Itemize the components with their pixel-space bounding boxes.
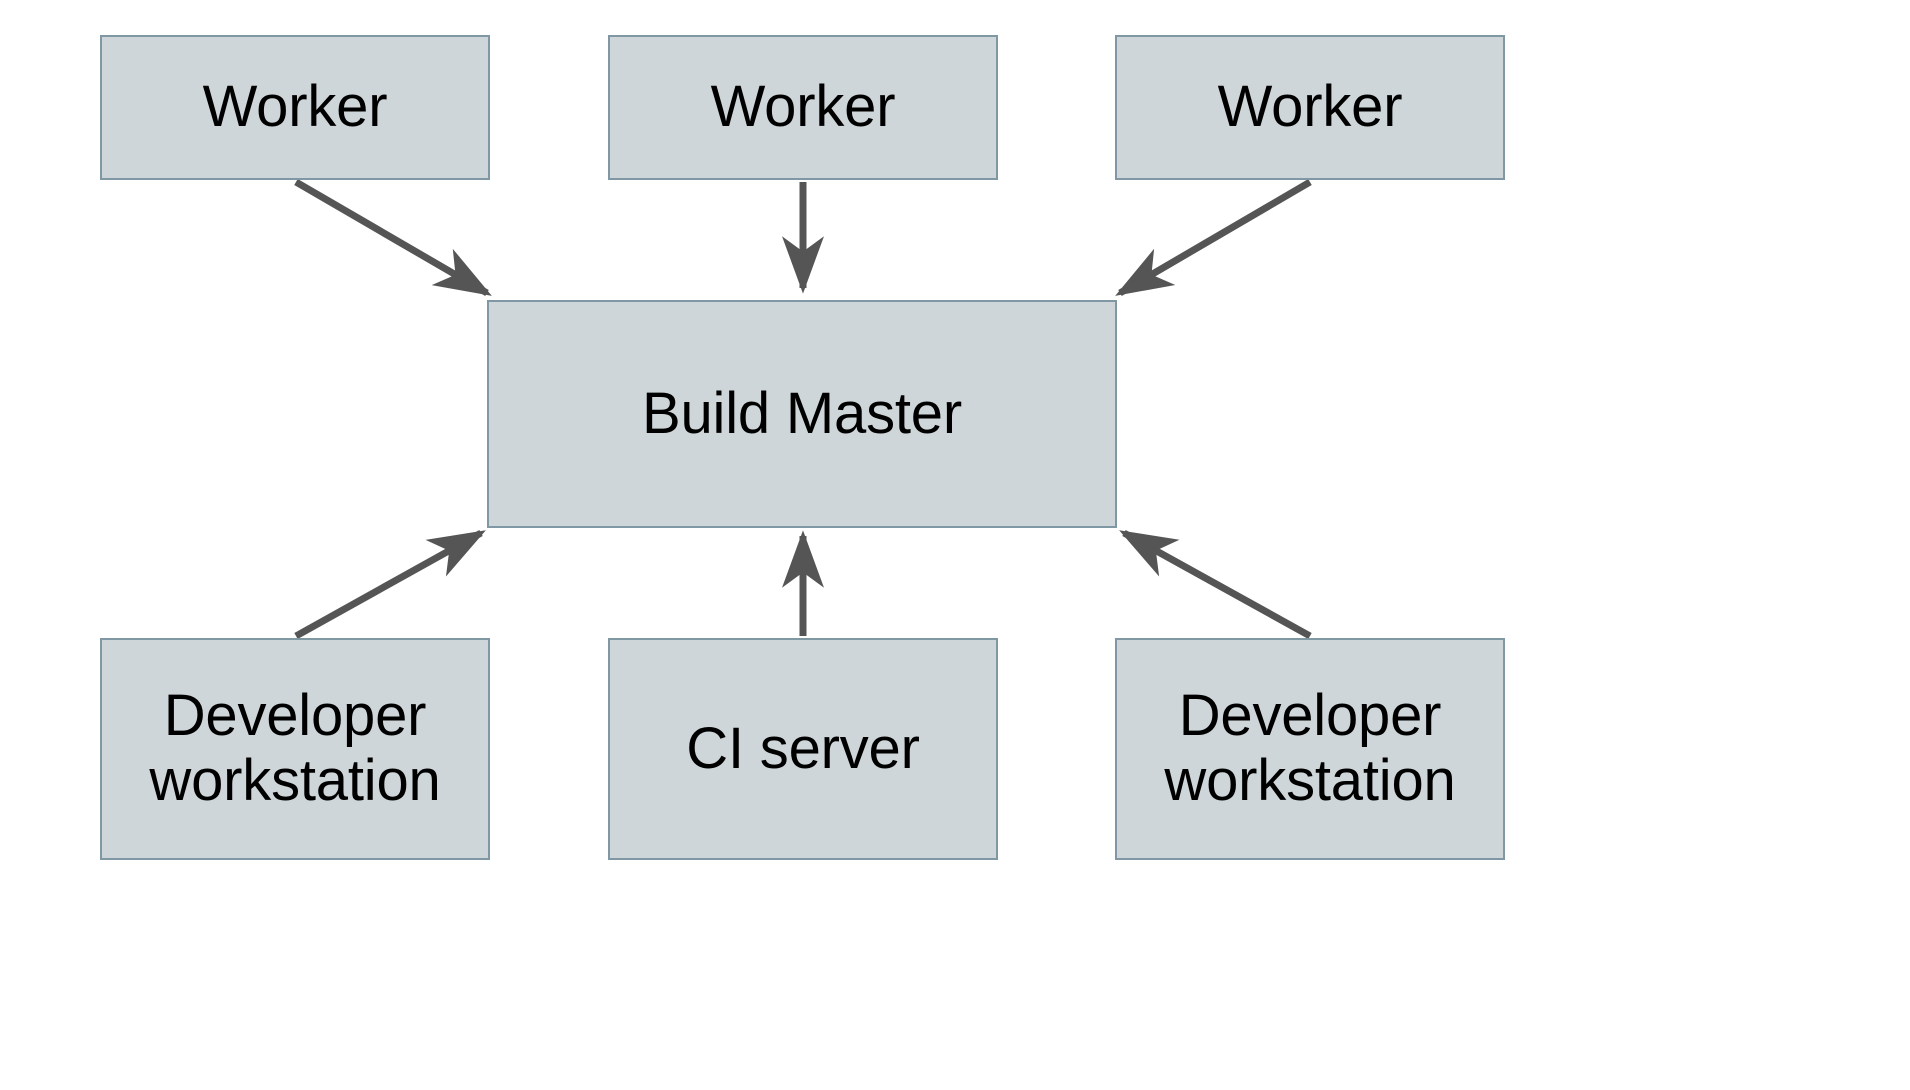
node-ci-server-label: CI server [686,715,920,781]
node-worker-1[interactable]: Worker [100,35,490,180]
node-developer-workstation-right-label: Developer workstation [1164,683,1456,813]
node-worker-1-label: Worker [202,74,388,140]
node-worker-2[interactable]: Worker [608,35,998,180]
edge-dev-ws-1-to-build-master [294,529,486,640]
edge-worker-1-to-build-master [294,178,492,297]
edge-dev-ws-2-to-build-master [1119,529,1312,640]
node-worker-2-label: Worker [710,74,896,140]
edge-worker-3-to-build-master [1115,178,1312,297]
node-build-master[interactable]: Build Master [487,300,1117,528]
node-developer-workstation-right[interactable]: Developer workstation [1115,638,1505,860]
node-build-master-label: Build Master [642,380,962,446]
node-worker-3[interactable]: Worker [1115,35,1505,180]
node-developer-workstation-left[interactable]: Developer workstation [100,638,490,860]
node-ci-server[interactable]: CI server [608,638,998,860]
node-developer-workstation-left-label: Developer workstation [149,683,441,813]
node-worker-3-label: Worker [1217,74,1403,140]
